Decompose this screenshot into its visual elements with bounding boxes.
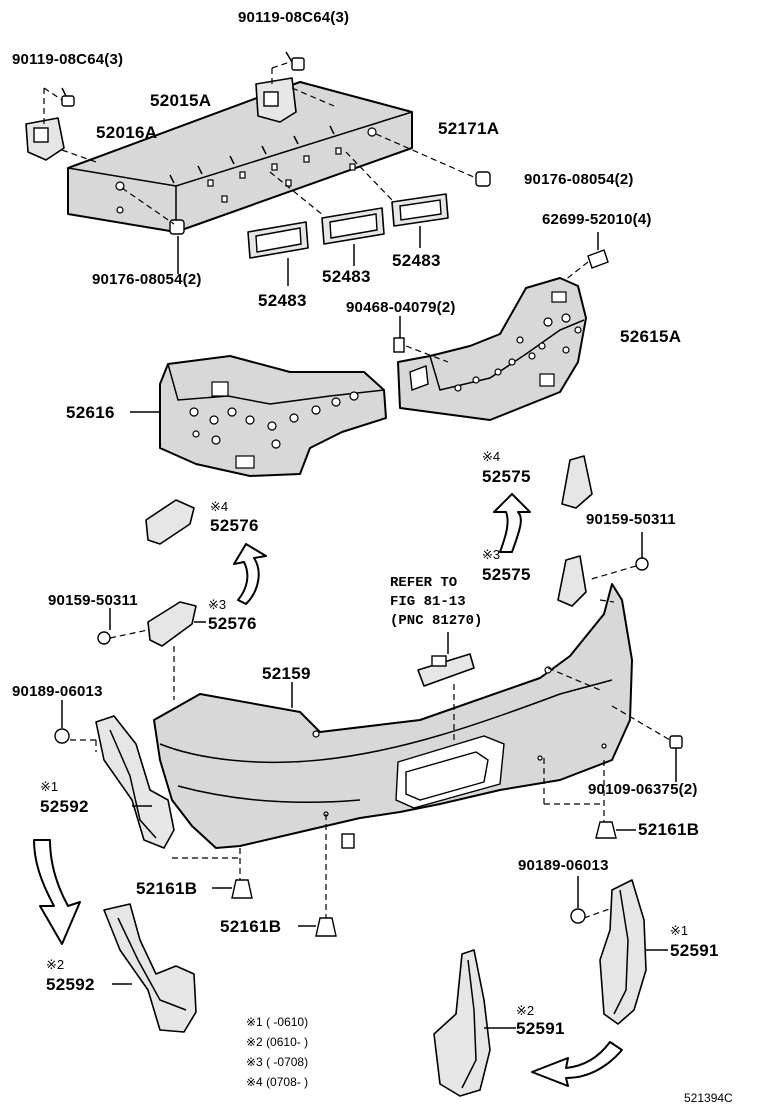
absorber-52616	[159, 355, 387, 477]
arrow-52576	[233, 543, 267, 605]
screw-90159-left	[97, 631, 111, 645]
clip-90189-left	[54, 728, 70, 744]
pad-52483-a	[247, 221, 309, 259]
clip-52161b-bottom	[315, 917, 337, 937]
pad-52483-b	[321, 207, 385, 245]
label-52159: 52159	[262, 664, 311, 683]
label-52161b-right: 52161B	[638, 820, 700, 839]
label-90159-left: 90159-50311	[48, 592, 138, 609]
bracket-52016a	[25, 117, 65, 161]
label-52591-b: 52591	[516, 1019, 565, 1038]
label-52575-mid: 52575	[482, 565, 531, 584]
bumper-reinforcement-52171a	[67, 81, 413, 233]
splash-shield-52592-b	[103, 903, 197, 1033]
bracket-52015a	[255, 77, 297, 123]
label-52483-b: 52483	[322, 267, 371, 286]
refer-line-2: FIG 81-13	[390, 594, 466, 610]
label-90119-left: 90119-08C64(3)	[12, 51, 124, 68]
label-52592-a: 52592	[40, 797, 89, 816]
label-90176-right: 90176-08054(2)	[524, 171, 634, 188]
label-52576-mid: 52576	[208, 614, 257, 633]
note-3: ※3 ( -0708)	[246, 1055, 309, 1069]
clip-90189-right	[570, 908, 586, 924]
splash-shield-52591-a	[599, 879, 647, 1025]
label-52616: 52616	[66, 403, 115, 422]
bolt-90109	[669, 735, 683, 749]
label-52016a: 52016A	[96, 123, 158, 142]
mark-3-52575: ※3	[482, 547, 501, 562]
mark-1-52592: ※1	[40, 779, 59, 794]
refer-line-3: (PNC 81270)	[390, 613, 483, 629]
label-52575-top: 52575	[482, 467, 531, 486]
label-90159-right: 90159-50311	[586, 511, 676, 528]
label-90189-right: 90189-06013	[518, 857, 609, 874]
bolt-90119-top	[285, 51, 305, 71]
clip-52161b-right	[595, 821, 617, 839]
retainer-52575-top	[561, 455, 593, 509]
bolt-90119-left	[61, 87, 75, 107]
retainer-52576-mid	[147, 601, 197, 647]
mark-2-52592: ※2	[46, 957, 65, 972]
pad-52483-c	[391, 193, 449, 227]
mark-2-52591: ※2	[516, 1003, 535, 1018]
label-62699: 62699-52010(4)	[542, 211, 652, 228]
arrow-52575	[493, 493, 531, 553]
label-52483-a: 52483	[258, 291, 307, 310]
label-90468: 90468-04079(2)	[346, 299, 456, 316]
arrow-52591	[531, 1041, 623, 1087]
figure-id: 521394C	[684, 1091, 733, 1105]
label-90119-top: 90119-08C64(3)	[238, 9, 350, 26]
splash-shield-52591-b	[433, 949, 491, 1097]
note-1: ※1 ( -0610)	[246, 1015, 309, 1029]
splash-shield-52592-a	[95, 715, 175, 849]
mark-1-52591: ※1	[670, 923, 689, 938]
license-lamp	[417, 653, 475, 687]
screw-90159-right	[635, 557, 649, 571]
mark-3-52576: ※3	[208, 597, 227, 612]
nut-90176-right	[475, 171, 491, 187]
label-52615a: 52615A	[620, 327, 682, 346]
label-52576-top: 52576	[210, 516, 259, 535]
label-52591-a: 52591	[670, 941, 719, 960]
label-52592-b: 52592	[46, 975, 95, 994]
label-52015a: 52015A	[150, 91, 212, 110]
note-4: ※4 (0708- )	[246, 1075, 309, 1089]
retainer-52575-mid	[557, 555, 587, 607]
label-52161b-mid: 52161B	[136, 879, 198, 898]
label-90189-left: 90189-06013	[12, 683, 103, 700]
note-2: ※2 (0610- )	[246, 1035, 309, 1049]
label-52483-c: 52483	[392, 251, 441, 270]
arrow-52592	[33, 839, 81, 945]
label-90176-left: 90176-08054(2)	[92, 271, 202, 288]
retainer-52576-top	[145, 499, 195, 545]
clip-90468	[393, 337, 405, 353]
clip-52161b-mid	[231, 879, 253, 899]
absorber-52615a	[397, 277, 587, 421]
mark-4-52575: ※4	[482, 449, 501, 464]
refer-line-1: REFER TO	[390, 575, 458, 591]
clip-62699	[587, 249, 609, 269]
label-52171a: 52171A	[438, 119, 500, 138]
mark-4-52576: ※4	[210, 499, 229, 514]
bumper-cover-52159	[153, 583, 633, 849]
label-90109: 90109-06375(2)	[588, 781, 698, 798]
label-52161b-bottom: 52161B	[220, 917, 282, 936]
